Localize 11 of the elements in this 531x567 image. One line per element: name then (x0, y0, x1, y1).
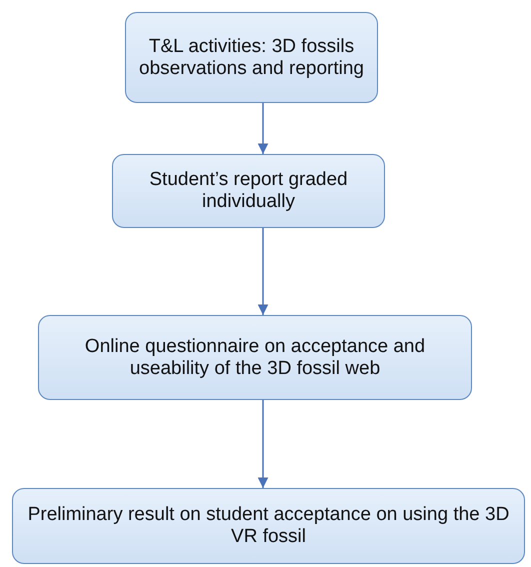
box-text: Preliminary result on student acceptance on using the 3D VR fossil (26, 504, 510, 548)
process-box (125, 12, 378, 103)
process-box (112, 154, 385, 228)
box-text: Online questionnaire on acceptance and useability of the 3D fossil web (84, 336, 426, 380)
arrow (258, 400, 268, 488)
box-text: Student’s report graded individually (148, 169, 349, 213)
box-text: T&L activities: 3D fossils observations and reporting (138, 36, 365, 80)
process-box (38, 315, 472, 400)
arrow (258, 103, 268, 154)
process-box (12, 488, 525, 564)
arrow (258, 228, 268, 315)
